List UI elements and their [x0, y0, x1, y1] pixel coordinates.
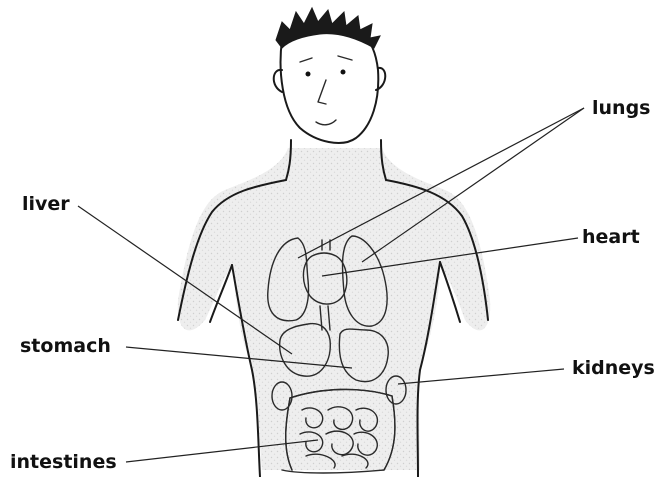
label-intestines: intestines — [10, 451, 117, 473]
label-liver: liver — [22, 193, 70, 215]
face-outline — [281, 34, 379, 143]
label-heart: heart — [582, 226, 640, 248]
left-eye — [306, 72, 311, 77]
head — [274, 8, 386, 143]
human-figure — [178, 8, 490, 477]
left-eyebrow — [300, 58, 312, 62]
hair — [276, 8, 380, 48]
right-eye — [341, 70, 346, 75]
nose — [318, 80, 326, 104]
label-lungs: lungs — [592, 97, 650, 119]
mouth — [316, 120, 336, 125]
label-stomach: stomach — [20, 335, 111, 357]
label-kidneys: kidneys — [572, 357, 655, 379]
kidneys-leader — [398, 369, 564, 384]
right-eyebrow — [338, 56, 352, 60]
